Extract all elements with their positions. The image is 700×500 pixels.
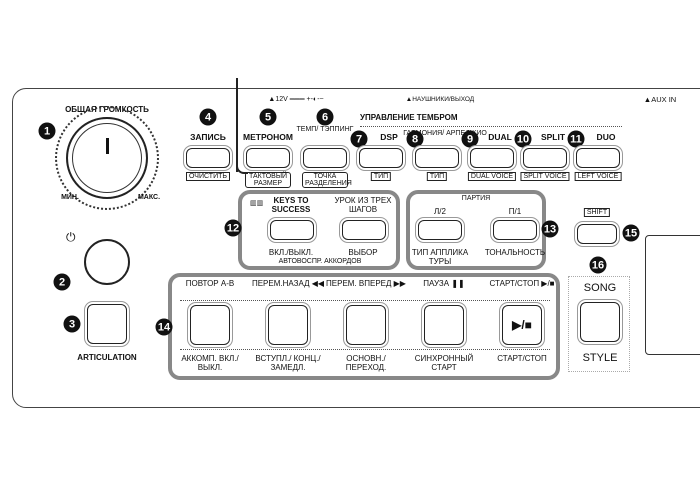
keys-to-success-logo: ▥▥ [250, 200, 264, 207]
badge-4: 4 [199, 108, 217, 126]
song-style-area [568, 276, 630, 372]
top-button-sub-label: ТИП [370, 172, 392, 181]
playback-button[interactable]: ▶/■ [502, 305, 542, 345]
playback-top-label: ПЕРЕМ.НАЗАД ◀◀ [251, 279, 325, 288]
style-label: STYLE [582, 352, 618, 364]
badge-16: 16 [589, 256, 607, 274]
display [645, 235, 700, 355]
playback-top-label: ПОВТОР A-B [185, 279, 235, 288]
song-label: SONG [583, 282, 617, 294]
top-button-label: DUAL [488, 132, 512, 142]
three-step-lesson-label: УРОК ИЗ ТРЕХ ШАГОВ [334, 196, 392, 215]
top-button-label: ТЕМП/ ТЭППИНГ [296, 126, 354, 133]
divider [360, 126, 622, 127]
top-button-label: DUO [596, 132, 616, 142]
playback-button[interactable] [424, 305, 464, 345]
right-part-button[interactable] [493, 220, 537, 240]
top-button-sub-label: ТОЧКА РАЗДЕЛЕНИЯ [302, 172, 352, 188]
top-button-sub-label: SPLIT VOICE [520, 172, 570, 181]
top-button[interactable] [415, 148, 459, 168]
left-part-label: Л/2 [434, 207, 446, 216]
divider [180, 300, 550, 301]
volume-max: МАКС. [137, 194, 161, 201]
keys-to-success-label: KEYS TO SUCCESS [271, 196, 311, 215]
top-button[interactable] [359, 148, 403, 168]
badge-13: 13 [541, 220, 559, 238]
shift-label: SHIFT [583, 208, 611, 217]
volume-min: МИН. [61, 194, 79, 201]
song-style-button[interactable] [580, 302, 620, 342]
auto-chord-label: АВТОВОСПР. АККОРДОВ [278, 258, 362, 265]
on-off-label: ВКЛ./ВЫКЛ. [268, 248, 314, 257]
articulation-label: ARTICULATION [77, 353, 137, 362]
playback-top-label: СТАРТ/СТОП ▶/■ [489, 279, 555, 288]
right-part-label: П/1 [508, 207, 522, 216]
articulation-button[interactable] [87, 304, 127, 344]
callout-line-curve [236, 160, 248, 174]
top-button-label: SPLIT [540, 132, 566, 142]
power-icon: ⏻ [66, 230, 76, 244]
badge-6: 6 [316, 108, 334, 126]
top-button-label: DSP [380, 132, 398, 142]
divider [180, 349, 550, 350]
left-part-button[interactable] [418, 220, 462, 240]
playback-bottom-label: СТАРТ/СТОП [497, 354, 547, 363]
fingering-type-label: ТИП АППЛИКА ТУРЫ [411, 248, 469, 267]
playback-button[interactable] [346, 305, 386, 345]
power-button[interactable] [84, 239, 130, 285]
volume-scale [55, 106, 159, 210]
top-button-label: МЕТРОНОМ [243, 132, 293, 142]
playback-button[interactable] [190, 305, 230, 345]
badge-8: 8 [406, 130, 424, 148]
badge-12: 12 [224, 219, 242, 237]
playback-bottom-label: АККОМП. ВКЛ./ВЫКЛ. [181, 354, 239, 373]
transpose-label: ТОНАЛЬНОСТЬ [484, 248, 546, 257]
top-button[interactable] [576, 148, 620, 168]
playback-bottom-label: ОСНОВН./ ПЕРЕХОД. [345, 354, 387, 373]
select-label: ВЫБОР [348, 248, 378, 257]
badge-9: 9 [461, 130, 479, 148]
badge-1: 1 [38, 122, 56, 140]
top-button-sub-label: DUAL VOICE [467, 172, 517, 181]
top-button[interactable] [303, 148, 347, 168]
top-button-label: ЗАПИСЬ [190, 132, 226, 142]
top-button[interactable] [470, 148, 514, 168]
callout-line [236, 78, 238, 172]
top-button-sub-label: ОЧИСТИТЬ [186, 172, 230, 181]
power-jack-label: ▲12V ═══ +-◐-− [268, 96, 324, 103]
keys-to-success-button[interactable] [270, 220, 314, 240]
voice-control-title: УПРАВЛЕНИЕ ТЕМБРОМ [360, 113, 458, 122]
top-button-sub-label: ТАКТОВЫЙ РАЗМЕР [245, 172, 291, 188]
headphones-label: ▲НАУШНИКИ/ВЫХОД [405, 96, 475, 103]
badge-10: 10 [514, 130, 532, 148]
volume-knob[interactable] [66, 117, 148, 199]
play-stop-icon: ▶/■ [512, 318, 532, 332]
badge-15: 15 [622, 224, 640, 242]
badge-11: 11 [567, 130, 585, 148]
top-button[interactable] [186, 148, 230, 168]
badge-2: 2 [53, 273, 71, 291]
top-button[interactable] [246, 148, 290, 168]
panel-outline [12, 88, 700, 408]
top-button-label: ГАРМОНИЯ/ АРПЕДЖИО [403, 130, 487, 137]
playback-top-label: ПЕРЕМ. ВПЕРЕД ▶▶ [326, 279, 406, 288]
volume-marker [106, 138, 109, 154]
badge-14: 14 [155, 318, 173, 336]
shift-button[interactable] [577, 224, 617, 244]
part-title: ПАРТИЯ [461, 195, 491, 202]
top-button-sub-label: LEFT VOICE [574, 172, 622, 181]
badge-5: 5 [259, 108, 277, 126]
badge-7: 7 [350, 130, 368, 148]
playback-bottom-label: ВСТУПЛ./ КОНЦ./ЗАМЕДЛ. [255, 354, 321, 373]
playback-top-label: ПАУЗА ❚❚ [423, 279, 465, 288]
badge-3: 3 [63, 315, 81, 333]
top-button[interactable] [523, 148, 567, 168]
playback-bottom-label: СИНХРОННЫЙ СТАРТ [414, 354, 474, 373]
aux-in-label: ▲AUX IN [643, 95, 677, 104]
top-button-sub-label: ТИП [426, 172, 448, 181]
three-step-lesson-button[interactable] [342, 220, 386, 240]
playback-button[interactable] [268, 305, 308, 345]
